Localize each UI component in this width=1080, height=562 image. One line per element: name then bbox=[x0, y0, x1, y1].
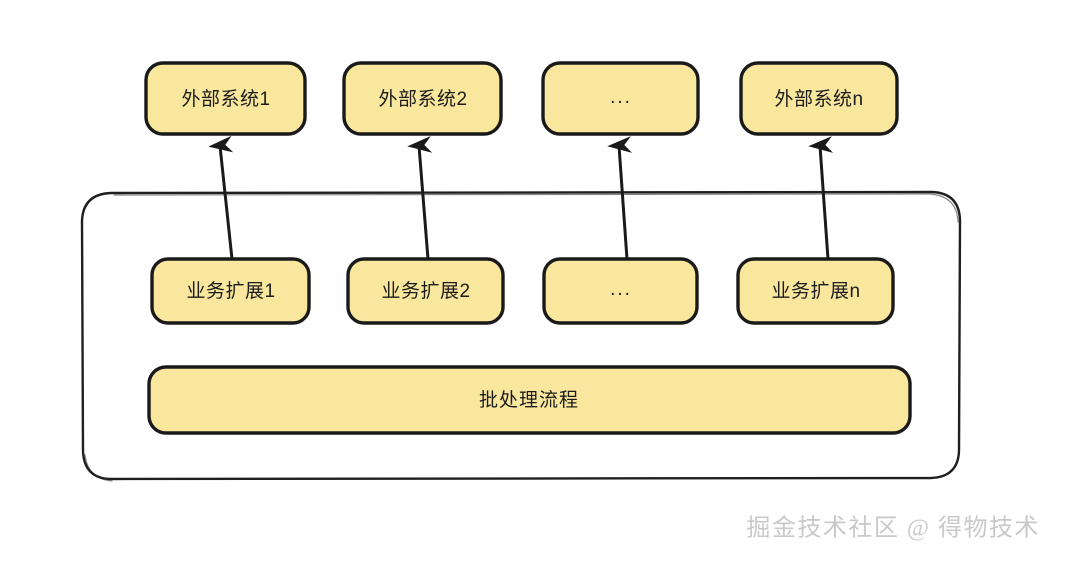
container-outline bbox=[80, 190, 962, 481]
arrow-group bbox=[208, 135, 834, 261]
business-extension-label-3: ... bbox=[610, 279, 632, 300]
business-extension-box-3[interactable]: ... bbox=[542, 257, 699, 325]
external-system-label-3: ... bbox=[610, 87, 632, 108]
box-shape bbox=[739, 61, 899, 136]
batch-platform-container bbox=[80, 190, 962, 482]
external-systems-row: 外部系统1 外部系统2 ... 外部系统n bbox=[144, 61, 899, 136]
arrow-extension-ellipsis-to-system-ellipsis bbox=[607, 136, 633, 261]
box-shape bbox=[542, 257, 699, 325]
box-shape bbox=[150, 257, 311, 325]
external-system-box-2[interactable]: 外部系统2 bbox=[342, 61, 503, 136]
watermark-label: 掘金技术社区 @ 得物技术 bbox=[746, 515, 1040, 542]
arrow-extension2-to-system2 bbox=[407, 136, 433, 261]
external-system-label-2: 外部系统2 bbox=[378, 88, 467, 110]
external-system-box-3[interactable]: ... bbox=[541, 61, 700, 136]
business-extension-box-4[interactable]: 业务扩展n bbox=[736, 257, 895, 325]
business-extension-label-2: 业务扩展2 bbox=[381, 280, 470, 302]
business-extension-label-4: 业务扩展n bbox=[771, 280, 860, 302]
business-extension-label-1: 业务扩展1 bbox=[186, 280, 275, 302]
business-extension-box-1[interactable]: 业务扩展1 bbox=[150, 257, 311, 325]
container-outline-sketch bbox=[113, 193, 959, 223]
arrow-extensionn-to-systemn bbox=[808, 136, 834, 261]
box-shape bbox=[147, 365, 912, 435]
external-system-box-4[interactable]: 外部系统n bbox=[739, 61, 899, 136]
arrow-extension1-to-system1 bbox=[208, 135, 234, 261]
batch-process-bar[interactable]: 批处理流程 bbox=[147, 365, 912, 435]
external-system-label-1: 外部系统1 bbox=[181, 88, 270, 110]
external-system-label-4: 外部系统n bbox=[774, 88, 863, 110]
box-shape bbox=[342, 61, 503, 136]
container-outline-sketch-bottom bbox=[84, 454, 113, 482]
business-extension-box-2[interactable]: 业务扩展2 bbox=[346, 257, 505, 325]
box-shape bbox=[144, 61, 307, 136]
external-system-box-1[interactable]: 外部系统1 bbox=[144, 61, 307, 136]
box-shape bbox=[346, 257, 505, 325]
box-shape bbox=[541, 61, 700, 136]
batch-process-label: 批处理流程 bbox=[479, 389, 579, 411]
box-shape bbox=[736, 257, 895, 325]
business-extensions-row: 业务扩展1 业务扩展2 ... 业务扩展n bbox=[150, 257, 895, 325]
